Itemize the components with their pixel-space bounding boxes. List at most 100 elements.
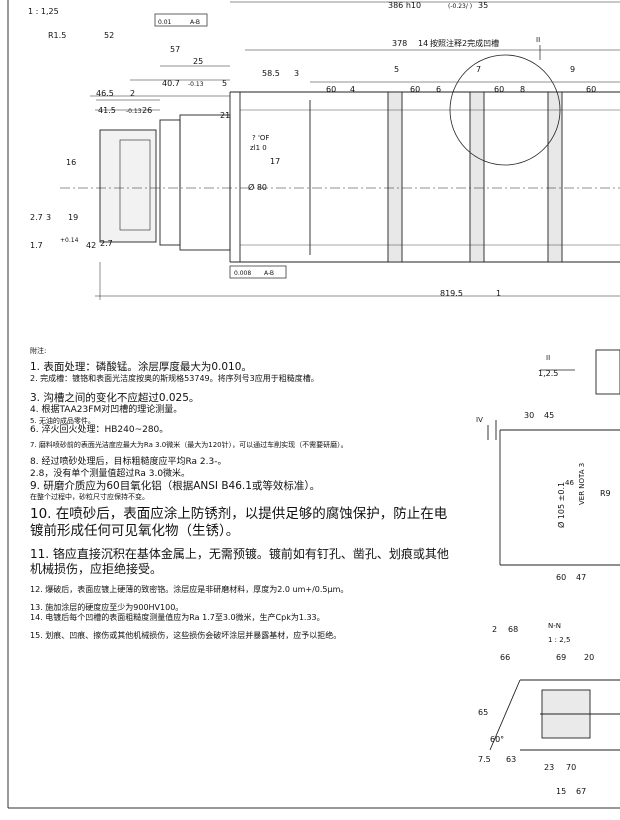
dim-2-7-bottom: 2.7 — [100, 239, 113, 248]
balloon-1: 1 — [496, 289, 501, 298]
tolerance-box-bottom: 0.008 — [234, 270, 251, 277]
note-13: 13. 施加涂层的硬度应至少为900HV100。 — [30, 603, 184, 613]
note-15: 15. 划痕、凹痕、擦伤或其他机械损伤，这些损伤会破坏涂层并暴露基材，应予以拒绝… — [30, 631, 342, 641]
tol-41-5: -0.13 — [126, 108, 142, 115]
balloon-21: 21 — [220, 111, 230, 120]
dim-1-7: 1.7 — [30, 241, 43, 250]
radius-r9: R9 — [600, 489, 611, 498]
dim-46-5: 46.5 — [96, 89, 114, 98]
balloon-70: 70 — [566, 763, 576, 772]
dim-57: 57 — [170, 45, 180, 54]
balloon-69: 69 — [556, 653, 566, 662]
note-10: 10. 在喷砂后，表面应涂上防锈剂，以提供足够的腐蚀保护，防止在电镀前形成任何可… — [30, 505, 448, 539]
balloon-52: 52 — [104, 31, 114, 40]
balloon-42: 42 — [86, 241, 96, 250]
ver-nota-3: VER NOTA 3 — [578, 463, 586, 505]
note-2: 2. 完成槽：镀铬和表面光洁度按奥的斯规格53749。将序列号3应用于粗糙度槽。 — [30, 374, 319, 384]
main-shaft-view — [60, 1, 620, 300]
label-zl: zl1 0 — [250, 144, 267, 152]
overall-length: 819.5 — [440, 289, 463, 298]
section-nn-labels: N-N 1 : 2,5 2 68 69 20 66 65 60° 7.5 63 … — [478, 622, 594, 796]
notes-heading: 附注: — [30, 347, 47, 355]
dim-30: 30 — [524, 411, 534, 420]
balloon-65: 65 — [478, 708, 488, 717]
balloon-66: 66 — [500, 653, 510, 662]
note-11: 11. 铬应直接沉积在基体金属上，无需预镀。镀前如有钉孔、凿孔、划痕或其他机械损… — [30, 547, 449, 577]
dim-5a: 5 — [222, 79, 227, 88]
balloon-6: 6 — [436, 85, 441, 94]
note-8-continued: 2.8，没有单个测量值超过Ra 3.0微米。 — [30, 468, 191, 479]
dim-26: 26 — [142, 106, 152, 115]
note-6: 6. 淬火回火处理：HB240~280。 — [30, 425, 169, 436]
balloon-8: 8 — [520, 85, 525, 94]
dim-60-fourth: 60 — [586, 85, 596, 94]
dim-15: 15 — [556, 787, 566, 796]
section-ii-view — [487, 349, 620, 566]
dim-60-section: 60 — [556, 573, 566, 582]
note-1: 1. 表面处理：磷酸锰。涂层厚度最大为0.010。 — [30, 361, 252, 373]
balloon-25: 25 — [193, 57, 203, 66]
section-ii-labels: II 1,2.5 IV 30 45 46 Ø 105 ±0.1 VER NOTA… — [476, 354, 611, 582]
balloon-3: 3 — [294, 69, 299, 78]
angle-60: 60° — [490, 735, 504, 744]
section-nn-title: N-N — [548, 622, 561, 630]
groove-reference-note: 按照注释2完成凹槽 — [430, 38, 499, 48]
note-9-continued: 在整个过程中，砂粒尺寸应保持不变。 — [30, 492, 149, 501]
main-scale-label: 1 : 1,25 — [28, 7, 59, 16]
length-386: 386 h10 — [388, 1, 421, 10]
section-ii-title: II — [546, 354, 550, 362]
balloon-46: 46 — [565, 479, 574, 487]
balloon-45: 45 — [544, 411, 554, 420]
tolerance-box-top: 0.01 — [158, 19, 172, 26]
view-iv-label: IV — [476, 416, 483, 424]
balloon-5a: 5 — [394, 65, 399, 74]
dim-2: 2 — [492, 625, 497, 634]
dim-20: 20 — [584, 653, 594, 662]
dim-23: 23 — [544, 763, 554, 772]
balloon-68: 68 — [508, 625, 518, 634]
main-view-labels: 1 : 1,25 R1.5 52 0.01 A-B 386 h10 (-0.23… — [28, 1, 596, 298]
drawing-notes: 附注: 1. 表面处理：磷酸锰。涂层厚度最大为0.010。 2. 完成槽：镀铬和… — [30, 346, 460, 641]
note-14: 14. 电镀后每个凹槽的表面粗糙度测量值应为Ra 1.7至3.0微米，生产Cpk… — [30, 613, 325, 623]
tol-014: +0.14 — [60, 237, 79, 244]
balloon-17: 17 — [270, 157, 280, 166]
balloon-7: 7 — [476, 65, 481, 74]
balloon-35: 35 — [478, 1, 488, 10]
note-4: 4. 根据TAA23FM对凹槽的理论测量。 — [30, 405, 183, 416]
balloon-3b: 3 — [46, 213, 51, 222]
datum-bottom: A-B — [264, 270, 274, 277]
dim-60-first: 60 — [326, 85, 336, 94]
diameter-80: Ø 80 — [248, 182, 267, 192]
section-cut-ii: II — [536, 36, 540, 44]
datum-top: A-B — [190, 19, 200, 26]
balloon-47: 47 — [576, 573, 586, 582]
dim-41-5: 41.5 — [98, 106, 116, 115]
dim-40-7: 40.7 — [162, 79, 180, 88]
section-ii-scale: 1,2.5 — [538, 369, 558, 378]
note-5: 5. 无油的成品零件。 — [30, 416, 95, 425]
dim-58-5: 58.5 — [262, 69, 280, 78]
dim-7-5: 7.5 — [478, 755, 491, 764]
balloon-16: 16 — [66, 158, 76, 167]
diameter-105: Ø 105 ±0.1 — [556, 482, 566, 528]
balloon-63: 63 — [506, 755, 516, 764]
balloon-4: 4 — [350, 85, 355, 94]
balloon-2: 2 — [130, 89, 135, 98]
label-question: ? 'OF — [252, 134, 269, 142]
dim-60-third: 60 — [494, 85, 504, 94]
dim-60-second: 60 — [410, 85, 420, 94]
note-7: 7. 磨料喷砂前的表面光洁度应最大为Ra 3.0微米（最大为120针），可以通过… — [30, 440, 348, 449]
note-12: 12. 爆破后，表面应镀上硬薄的致密铬。涂层应是非研磨材料，厚度为2.0 um+… — [30, 585, 349, 595]
tolerance-386: (-0.23/ ) — [448, 3, 472, 10]
section-nn-view — [489, 679, 620, 751]
balloon-67: 67 — [576, 787, 586, 796]
note-3: 3. 沟槽之间的变化不应超过0.025。 — [30, 392, 200, 405]
tol-40-7: -0.13 — [188, 81, 204, 88]
section-nn-scale: 1 : 2,5 — [548, 636, 570, 644]
note-9: 9. 研磨介质应为60目氧化铝（根据ANSI B46.1或等效标准）。 — [30, 479, 321, 492]
dim-2-7-left: 2.7 — [30, 213, 43, 222]
length-378: 378 — [392, 39, 407, 48]
radius-label: R1.5 — [48, 31, 66, 40]
balloon-19: 19 — [68, 213, 78, 222]
